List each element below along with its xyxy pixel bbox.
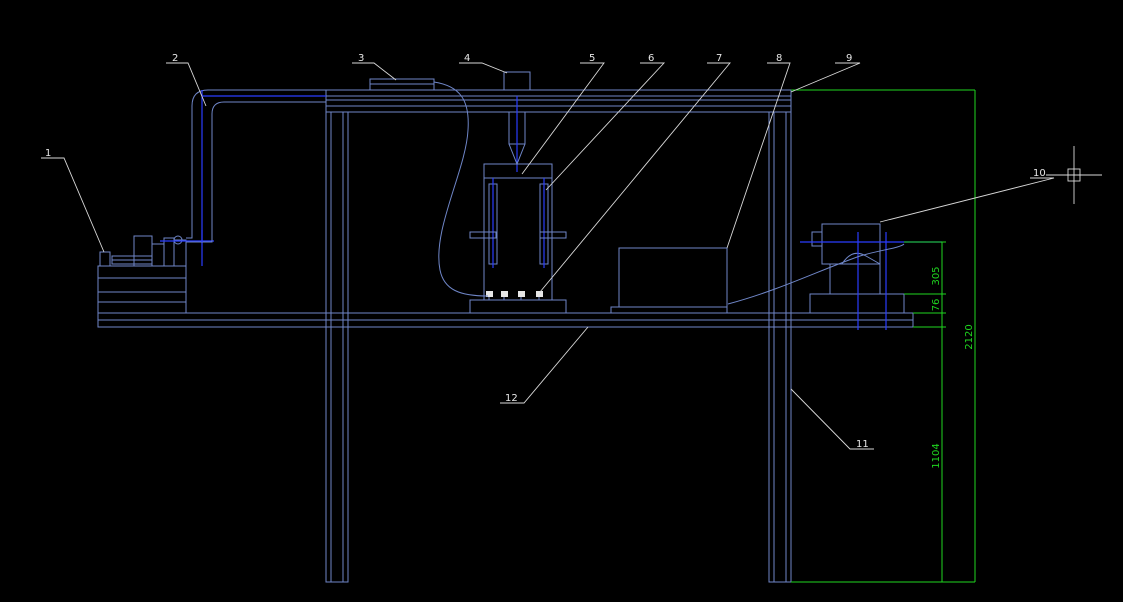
callout-10: 10 <box>1033 168 1046 179</box>
pipe-duct <box>186 89 326 243</box>
callout-2: 2 <box>172 53 178 64</box>
vertical-actuator <box>503 71 531 172</box>
dim-2120: 2120 <box>964 324 975 349</box>
beam-motor <box>369 78 435 91</box>
callout-8: 8 <box>776 53 782 64</box>
callout-7: 7 <box>716 53 722 64</box>
callout-1: 1 <box>45 148 51 159</box>
callout-3: 3 <box>358 53 364 64</box>
leader-lines <box>41 62 1055 450</box>
callout-6: 6 <box>648 53 654 64</box>
callout-12: 12 <box>505 393 518 404</box>
crosshair-cursor <box>1046 146 1102 204</box>
clamp-frame <box>469 163 567 314</box>
right-column <box>768 111 792 583</box>
drive-unit-left <box>97 230 214 314</box>
left-column <box>325 111 349 583</box>
dim-76: 76 <box>931 299 942 312</box>
dimension-lines <box>791 89 976 583</box>
callout-11: 11 <box>856 439 869 450</box>
callout-9: 9 <box>846 53 852 64</box>
dim-305: 305 <box>931 266 942 285</box>
top-beam <box>325 89 792 113</box>
dim-1104: 1104 <box>931 443 942 468</box>
callout-5: 5 <box>589 53 595 64</box>
control-box <box>610 247 728 314</box>
right-unit <box>727 223 942 330</box>
callout-4: 4 <box>464 53 470 64</box>
cable <box>433 81 489 297</box>
